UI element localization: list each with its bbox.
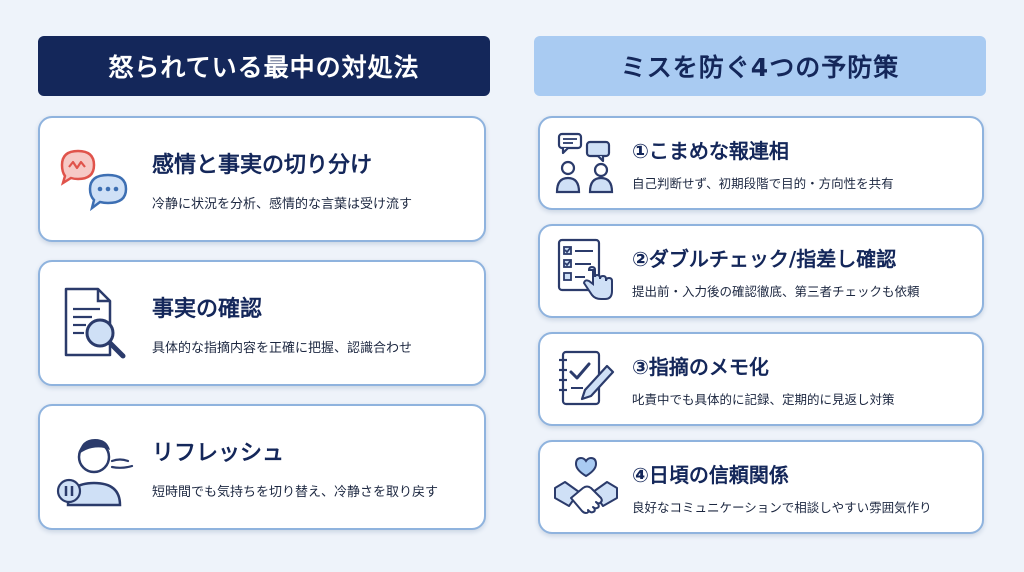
left-section-heading: 怒られている最中の対処法 [38, 36, 490, 96]
tip-description: 冷静に状況を分析、感情的な言葉は受け流す [152, 196, 413, 212]
tip-title: 感情と事実の切り分け [152, 152, 373, 178]
prevention-description: 自己判断せず、初期段階で目的・方向性を共有 [632, 175, 894, 191]
prevention-title: ③指摘のメモ化 [632, 354, 769, 379]
prevention-description: 良好なコミュニケーションで相談しやすい雰囲気作り [632, 499, 932, 515]
prevention-card-double-check: ②ダブルチェック/指差し確認 提出前・入力後の確認徹底、第三者チェックも依頼 [538, 224, 984, 318]
handshake-heart-icon [540, 447, 632, 527]
tip-description: 具体的な指摘内容を正確に把握、認識合わせ [152, 340, 413, 356]
prevention-card-trust: ④日頃の信頼関係 良好なコミュニケーションで相談しやすい雰囲気作り [538, 440, 984, 534]
people-chat-icon [540, 123, 632, 203]
prevention-title: ②ダブルチェック/指差し確認 [632, 246, 897, 271]
document-magnifier-icon [40, 273, 152, 373]
tip-card-fact-check: 事実の確認 具体的な指摘内容を正確に把握、認識合わせ [38, 260, 486, 386]
prevention-card-report: ①こまめな報連相 自己判断せず、初期段階で目的・方向性を共有 [538, 116, 984, 210]
speech-bubbles-icon [40, 129, 152, 229]
right-section-heading: ミスを防ぐ4つの予防策 [534, 36, 986, 96]
prevention-title: ④日頃の信頼関係 [632, 462, 789, 487]
prevention-card-memo: ③指摘のメモ化 叱責中でも具体的に記録、定期的に見返し対策 [538, 332, 984, 426]
tip-description: 短時間でも気持ちを切り替え、冷静さを取り戻す [152, 484, 439, 500]
prevention-description: 提出前・入力後の確認徹底、第三者チェックも依頼 [632, 283, 920, 299]
person-breathing-icon [40, 417, 152, 517]
checklist-pointer-icon [540, 231, 632, 311]
tip-card-emotion-fact: 感情と事実の切り分け 冷静に状況を分析、感情的な言葉は受け流す [38, 116, 486, 242]
left-column: 怒られている最中の対処法 感情と事実の切り分け 冷静に状況を分析、感情的な言葉は… [38, 36, 490, 530]
notebook-pen-icon [540, 339, 632, 419]
tip-title: 事実の確認 [152, 296, 263, 322]
tip-card-refresh: リフレッシュ 短時間でも気持ちを切り替え、冷静さを取り戻す [38, 404, 486, 530]
right-column: ミスを防ぐ4つの予防策 ①こまめな報連相 自己判断せず、初期段階で目的・方向性を… [534, 36, 986, 534]
prevention-title: ①こまめな報連相 [632, 138, 789, 163]
tip-title: リフレッシュ [152, 440, 285, 466]
prevention-description: 叱責中でも具体的に記録、定期的に見返し対策 [632, 391, 895, 407]
